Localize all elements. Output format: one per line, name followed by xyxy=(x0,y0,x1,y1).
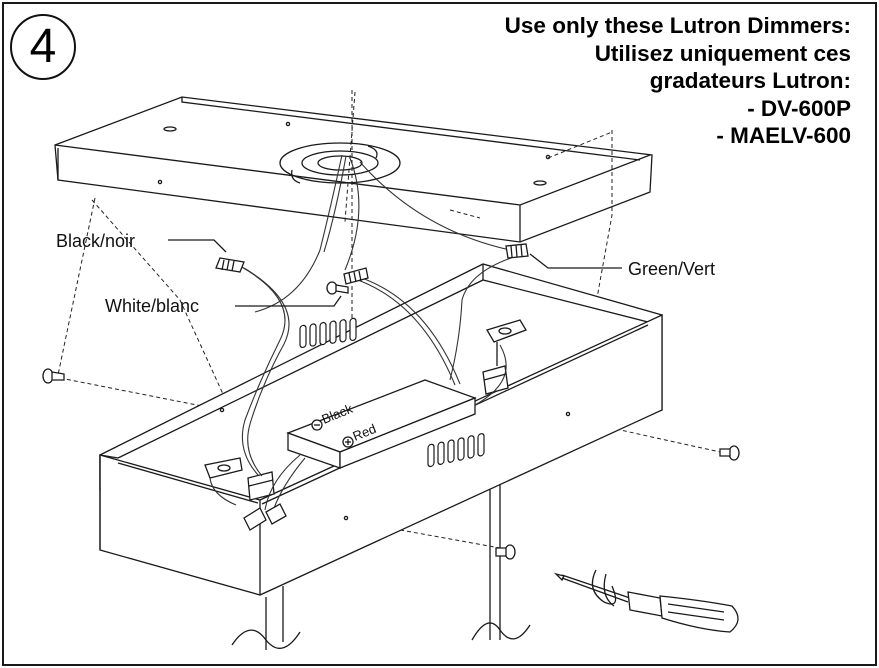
lamp-holder-left xyxy=(204,457,275,501)
callout-black: Black/noir xyxy=(56,231,227,253)
wire-nut-green xyxy=(505,243,529,259)
label-black-noir: Black/noir xyxy=(56,231,135,251)
center-knockout xyxy=(279,142,401,184)
dimmer-notice: Use only these Lutron Dimmers: Utilisez … xyxy=(381,12,851,150)
notice-line-2: Utilisez uniquement ces xyxy=(594,40,851,66)
screw-ground xyxy=(326,281,349,295)
notice-line-1: Use only these Lutron Dimmers: xyxy=(504,13,851,38)
vent-slots-back xyxy=(299,317,357,349)
wiring xyxy=(209,154,521,515)
led-driver: Black Red xyxy=(286,379,477,469)
vent-slots-front xyxy=(427,433,485,468)
notice-model-maelv600: - MAELV-600 xyxy=(716,123,851,148)
lamp-holder-right xyxy=(482,319,527,395)
wire-nut-white xyxy=(343,267,369,285)
screwdriver-icon xyxy=(553,569,739,633)
label-white-blanc: White/blanc xyxy=(105,296,199,316)
wire-nuts-bottom xyxy=(243,503,287,531)
callout-green: Green/Vert xyxy=(529,253,715,279)
label-green-vert: Green/Vert xyxy=(628,259,715,279)
wire-nut-black xyxy=(215,257,245,273)
notice-line-3: gradateurs Lutron: xyxy=(649,68,851,93)
step-number-badge: 4 xyxy=(10,14,76,80)
callout-white: White/blanc xyxy=(105,295,342,316)
ceiling-studs xyxy=(231,476,531,650)
screw-right xyxy=(719,445,740,461)
screw-left xyxy=(42,368,65,384)
notice-model-dv600p: - DV-600P xyxy=(747,95,851,121)
screw-bottom xyxy=(495,544,516,560)
